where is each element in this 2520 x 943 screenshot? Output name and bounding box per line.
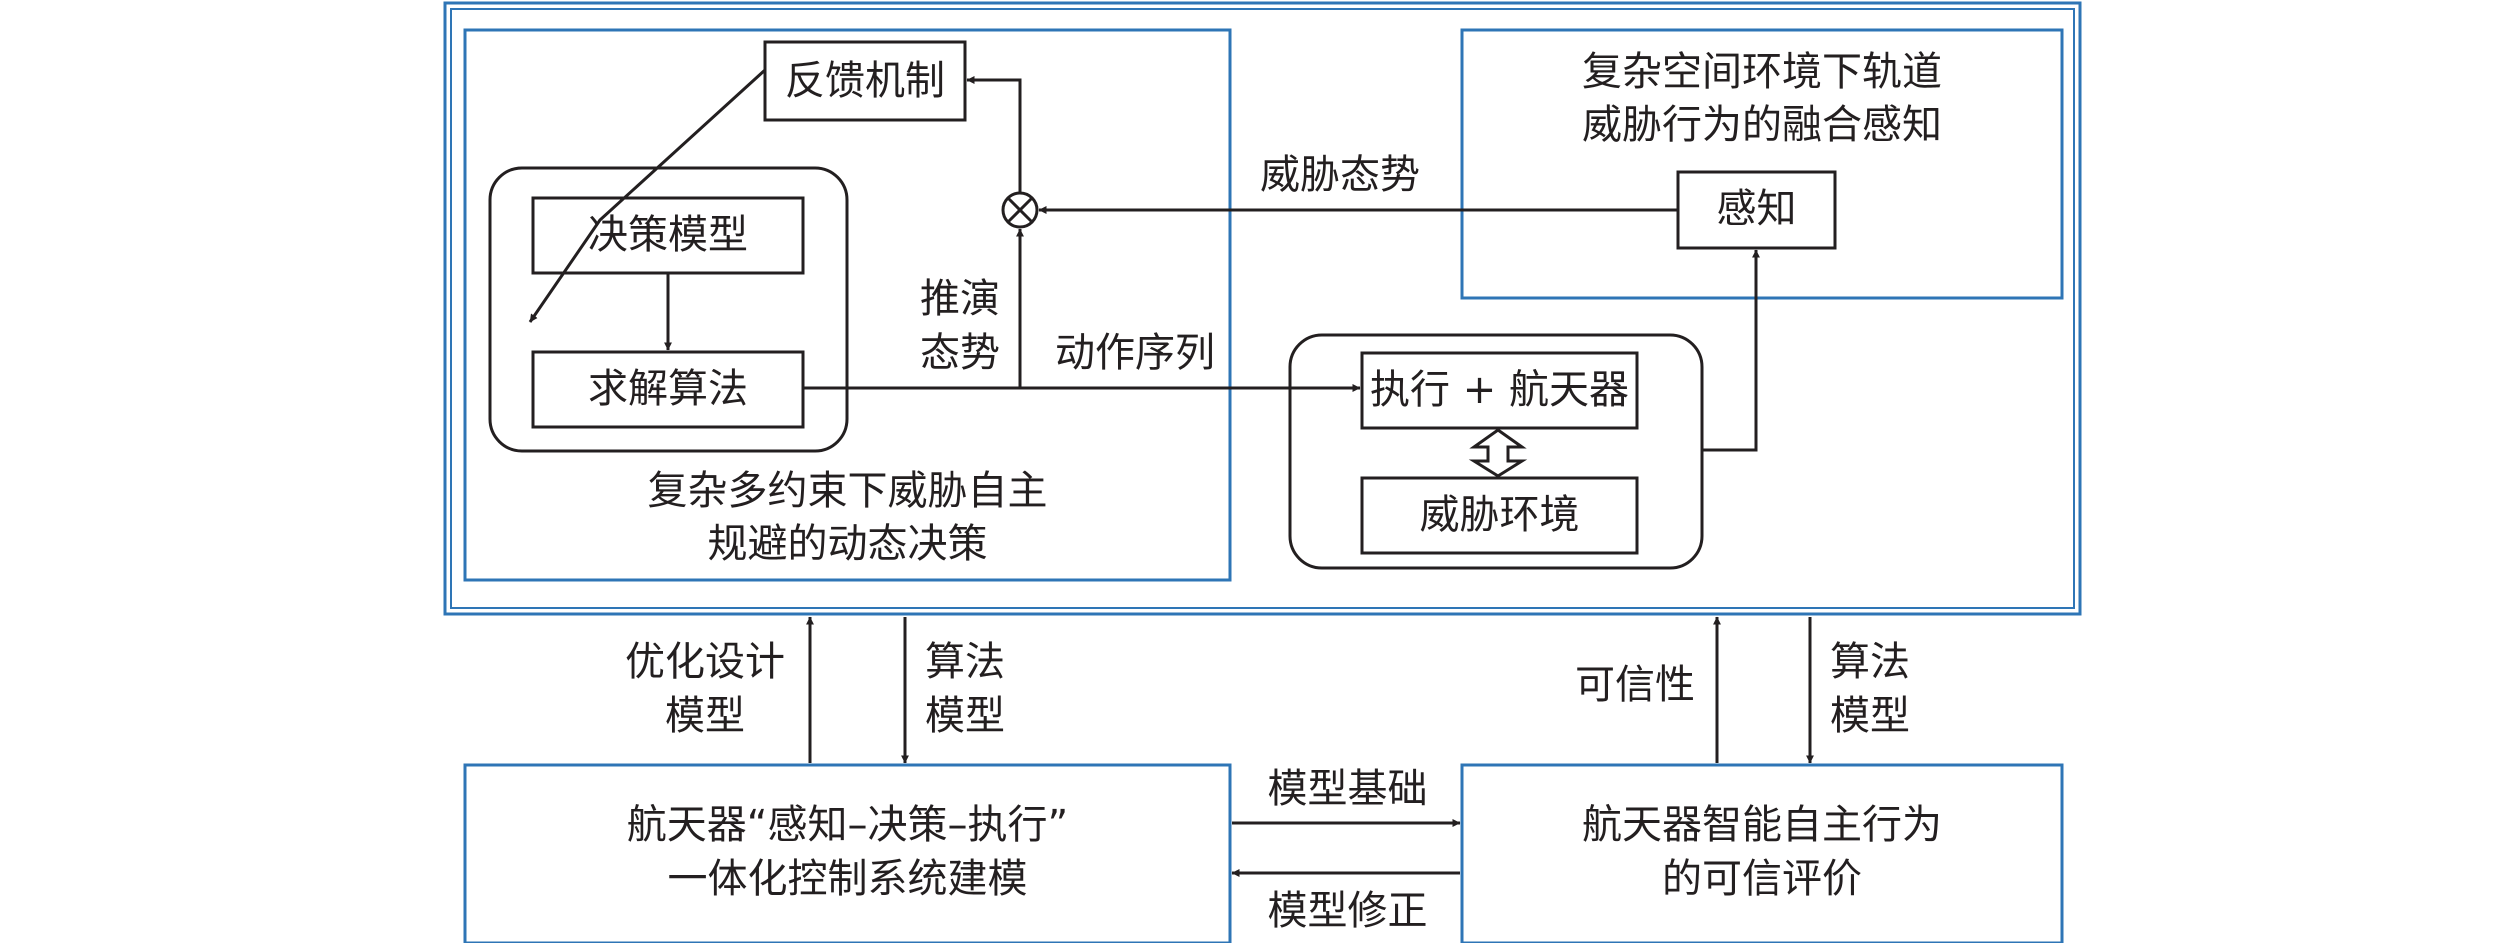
arrow-junction-to-feedback bbox=[966, 76, 1022, 193]
threat-situation-label: 威胁态势 bbox=[1260, 152, 1420, 198]
execute-spacecraft-label: 执行 + 航天器 bbox=[1370, 367, 1629, 413]
decision-caption-line1: 复杂多约束下威胁自主 bbox=[647, 468, 1048, 514]
modeling-line1: 航天器“感知–决策–执行” bbox=[626, 802, 1069, 848]
arrow-feedback-to-decision bbox=[528, 68, 767, 323]
sense-label: 感知 bbox=[1716, 186, 1797, 232]
execute-box bbox=[1360, 351, 1639, 430]
deduce-situation-label: 推演 态势 bbox=[920, 276, 1000, 376]
evaluation-panel bbox=[1460, 763, 2064, 943]
threat-env-box bbox=[1360, 476, 1639, 555]
perception-panel bbox=[1460, 28, 2064, 300]
arrow-execution-to-sense bbox=[1702, 249, 1760, 452]
feedback-box bbox=[763, 40, 967, 122]
outer-frame bbox=[443, 1, 2082, 616]
perception-title-line1: 复杂空间环境下轨道 bbox=[1582, 49, 1942, 95]
evaluation-line2: 的可信评价 bbox=[1662, 856, 1862, 902]
modeling-line2: 一体化控制系统建模 bbox=[667, 856, 1028, 902]
double-arrow-icon bbox=[1468, 428, 1528, 478]
model-algorithm-group bbox=[488, 166, 849, 453]
feedback-label: 反馈机制 bbox=[785, 58, 945, 104]
evaluation-line1: 航天器智能自主行为 bbox=[1582, 802, 1942, 848]
decision-model-label: 决策模型 bbox=[588, 212, 748, 258]
threat-env-label: 威胁环境 bbox=[1419, 492, 1580, 538]
algorithm-model-right-label: 算法 模型 bbox=[1830, 639, 1910, 739]
model-correction-label: 模型修正 bbox=[1267, 888, 1428, 934]
action-sequence-label: 动作序列 bbox=[1055, 330, 1215, 376]
modeling-panel bbox=[463, 763, 1232, 943]
decision-panel bbox=[463, 28, 1232, 582]
circle-times-icon bbox=[1001, 191, 1039, 229]
solve-algorithm-label: 求解算法 bbox=[588, 366, 748, 412]
outer-frame-inner bbox=[450, 8, 2075, 609]
algorithm-model-left-label: 算法 模型 bbox=[925, 639, 1005, 739]
model-basis-label: 模型基础 bbox=[1267, 766, 1428, 812]
decision-caption-line2: 规避的动态决策 bbox=[707, 521, 988, 567]
opt-design-model-label: 优化设计 模型 bbox=[625, 639, 785, 739]
credibility-label: 可信性 bbox=[1575, 662, 1695, 708]
perception-title-line2: 威胁行为的融合感知 bbox=[1582, 102, 1942, 148]
